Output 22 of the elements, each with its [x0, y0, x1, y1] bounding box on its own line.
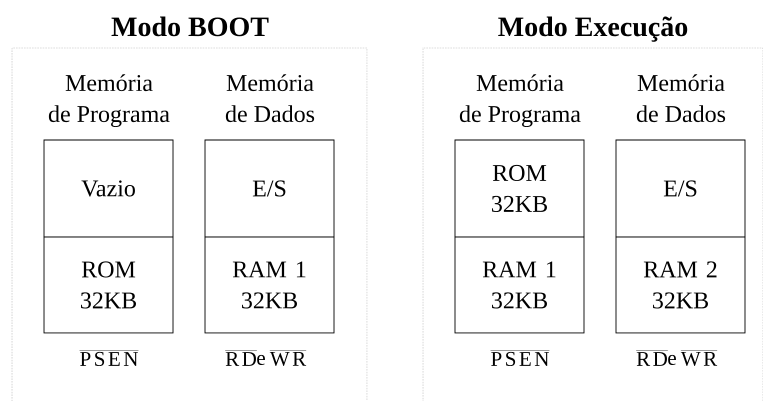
- memory-cell: E/S: [204, 140, 334, 238]
- column-heading: Memória de Programa: [48, 74, 170, 128]
- node-label: Modo Execução: [498, 16, 688, 42]
- node-label: Modo BOOT: [112, 16, 269, 36]
- signal-name: PSEN: [490, 350, 550, 366]
- column-heading: Memória de Dados: [636, 74, 726, 122]
- column-heading: Memória de Dados: [226, 74, 314, 122]
- signal-name: e: [257, 354, 265, 366]
- signal-name: PSEN: [79, 350, 139, 366]
- signal-name: RD: [636, 350, 668, 366]
- signal-name: WR: [270, 350, 306, 366]
- signal-name: WR: [680, 350, 718, 366]
- column-heading: Memória de Programa: [460, 74, 581, 128]
- signal-name: RD: [224, 350, 258, 366]
- memory-cell: RAM 1 32KB: [454, 236, 584, 334]
- memory-cell: RAM 2 32KB: [616, 236, 746, 334]
- memory-cell: ROM 32KB: [454, 140, 584, 238]
- memory-cell: Vazio: [44, 140, 174, 238]
- memory-cell: E/S: [616, 140, 746, 238]
- memory-cell: RAM 1 32KB: [204, 236, 334, 334]
- memory-cell: ROM 32KB: [44, 236, 174, 334]
- signal-name: e: [668, 354, 676, 366]
